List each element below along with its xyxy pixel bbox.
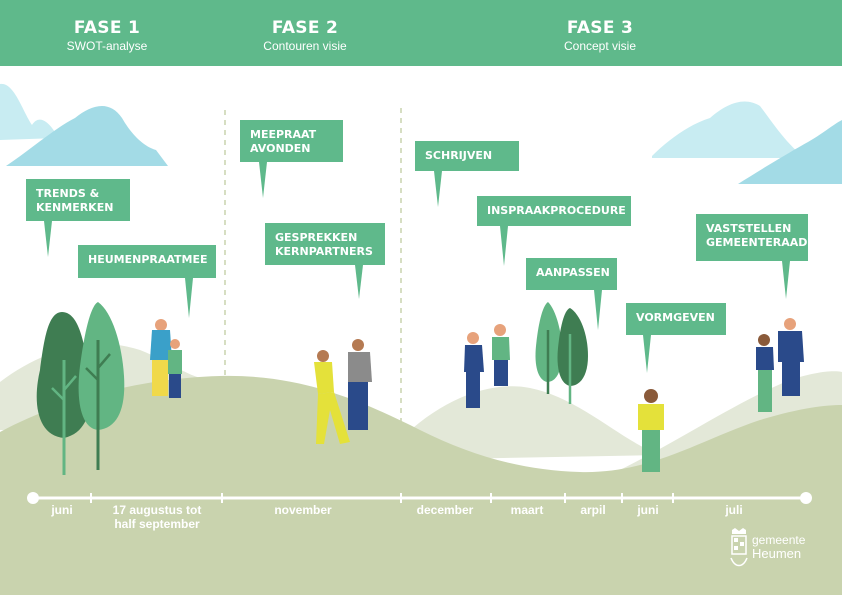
timeline-label-november: november (274, 503, 332, 517)
activity-trends-kenmerken: TRENDS & KENMERKEN (26, 179, 130, 221)
bubble-tail (44, 221, 52, 257)
phase-1-subtitle: SWOT-analyse (66, 39, 148, 53)
bubble-tail (434, 171, 442, 207)
timeline-end-dot (800, 492, 812, 504)
tree-left-dark (36, 312, 91, 475)
phase-2: FASE 2 Contouren visie (263, 18, 346, 54)
activity-schrijven: SCHRIJVEN (415, 141, 519, 171)
activity-vormgeven: VORMGEVEN (626, 303, 726, 335)
tree-center-dark (557, 308, 588, 404)
phase-3-title: FASE 3 (566, 18, 634, 38)
person-pair-4 (756, 318, 804, 412)
hill-mid-center (400, 386, 660, 460)
ground-front (0, 375, 842, 595)
person-pair-2 (314, 339, 372, 444)
activity-inspraakprocedure: INSPRAAKPROCEDURE (477, 196, 631, 226)
activity-heumenpraatmee: HEUMENPRAATMEE (78, 245, 216, 278)
tree-center-light (535, 302, 562, 394)
bubble-tail (355, 265, 363, 299)
timeline-label-december: december (416, 503, 474, 517)
timeline-ticks (90, 493, 674, 503)
activity-gesprekken-kernpartners: GESPREKKEN KERNPARTNERS (265, 223, 385, 265)
phase-3-subtitle: Concept visie (563, 39, 637, 53)
timeline-label-juli: juli (725, 503, 743, 517)
timeline-label-juni-2: juni (637, 503, 659, 517)
phase-1-title: FASE 1 (73, 18, 141, 38)
bubble-tail (594, 290, 602, 330)
cloud-left (0, 83, 168, 166)
phase-2-title: FASE 2 (271, 18, 339, 38)
phase-1: FASE 1 SWOT-analyse (67, 18, 148, 54)
tree-left-light (78, 302, 125, 470)
bubble-tail (259, 162, 267, 198)
phase-2-subtitle: Contouren visie (263, 39, 347, 53)
timeline-label-juni: juni (51, 503, 73, 517)
bubble-tail (500, 226, 508, 266)
activity-meepraat-avonden: MEEPRAAT AVONDEN (240, 120, 343, 162)
cloud-right (652, 101, 842, 184)
logo-line-1: gemeente (752, 533, 806, 547)
timeline-start-dot (27, 492, 39, 504)
bubble-tail (782, 261, 790, 299)
gemeente-heumen-logo-icon (730, 528, 748, 567)
person-single (638, 389, 664, 472)
logo-line-2: Heumen (752, 546, 802, 561)
logo-text: gemeente Heumen (752, 533, 806, 561)
timeline-label-maart: maart (510, 503, 544, 517)
bubble-tail (643, 335, 651, 373)
person-pair-1 (150, 319, 182, 398)
activity-vaststellen-gemeenteraad: VASTSTELLEN GEMEENTERAAD (696, 214, 808, 261)
bubble-tail (185, 278, 193, 318)
activity-aanpassen: AANPASSEN (526, 258, 617, 290)
phase-3: FASE 3 Concept visie (564, 18, 636, 54)
timeline-label-augustus: 17 augustus tot half september (112, 503, 202, 531)
person-pair-3 (464, 324, 510, 408)
phase-header: FASE 1 SWOT-analyse FASE 2 Contouren vis… (0, 0, 842, 66)
timeline-label-april: arpil (580, 503, 606, 517)
